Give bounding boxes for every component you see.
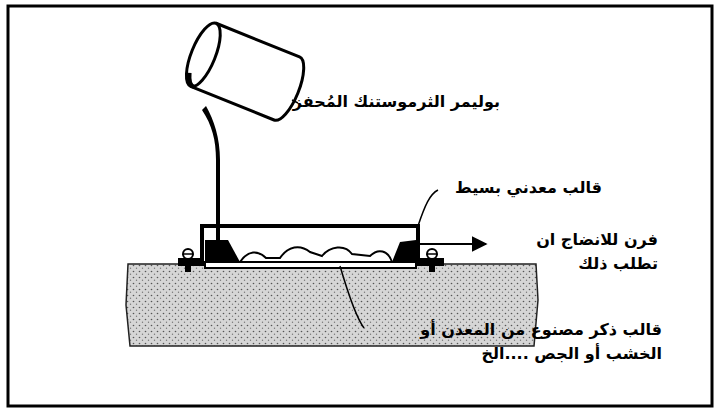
container xyxy=(179,19,310,125)
polymer-fill xyxy=(205,240,240,262)
polymer-fill xyxy=(392,240,416,262)
bolt xyxy=(183,249,193,272)
part-label: بوليمر الثرموستنك المُحفز xyxy=(293,90,500,114)
metal-mold xyxy=(202,226,418,260)
mold-flange xyxy=(178,258,204,266)
part-label: فرن للانضاج ان تطلب ذلك xyxy=(490,228,658,276)
part-label: قالب معدني بسيط xyxy=(455,176,602,200)
leader-line xyxy=(340,266,364,328)
leader-line xyxy=(418,190,438,226)
bolt xyxy=(427,249,437,272)
part-label: قالب ذكر مصنوع من المعدن أو الخشب أو الج… xyxy=(362,318,662,366)
frame xyxy=(8,6,712,406)
oven-arrow xyxy=(420,243,486,245)
pour-stream xyxy=(202,106,220,242)
